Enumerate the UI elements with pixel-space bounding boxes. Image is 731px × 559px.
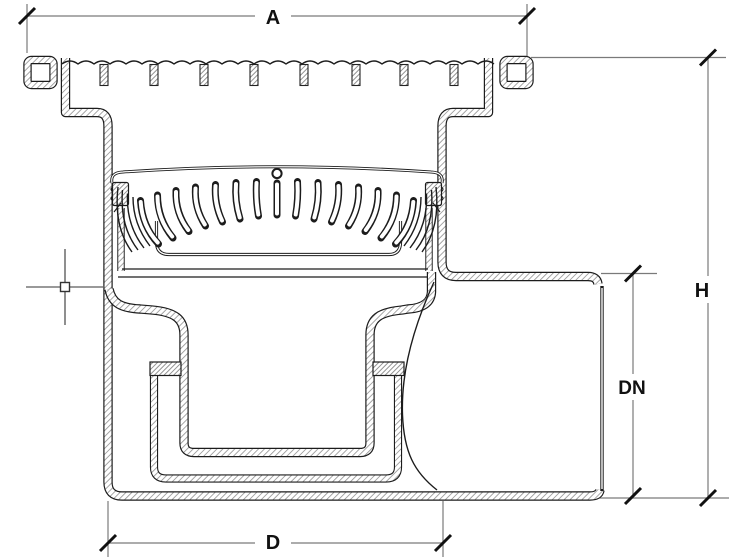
frame-tube-right — [499, 55, 534, 90]
strainer-clamp-left — [110, 181, 130, 213]
dim-label-DN: DN — [618, 378, 645, 399]
center-mark — [26, 249, 103, 325]
strainer-bucket — [154, 221, 403, 257]
strainer-slots — [137, 178, 417, 248]
dim-label-D: D — [266, 532, 280, 554]
dim-label-H: H — [695, 280, 709, 302]
top-grate — [23, 55, 534, 90]
strainer-flange — [110, 165, 444, 184]
outlet-transition-curve — [401, 281, 438, 491]
trap-cup-rim-right — [372, 361, 405, 377]
grate-surface-wave — [61, 60, 495, 65]
drain-body-shell — [60, 58, 605, 501]
center-mark-square — [59, 281, 71, 293]
dome-strainer — [110, 165, 444, 257]
funnel-waterway — [104, 272, 437, 458]
body-ledge — [118, 268, 432, 278]
frame-tube-left — [23, 55, 58, 90]
trap-cup — [149, 361, 405, 483]
dim-label-A: A — [266, 7, 280, 29]
grate-bars — [99, 63, 459, 87]
strainer-center-knob — [271, 167, 283, 180]
trap-cup-rim-left — [149, 361, 182, 377]
dimension-labels: A H DN D — [255, 3, 720, 554]
strainer-shoulder-arcs — [116, 186, 438, 253]
